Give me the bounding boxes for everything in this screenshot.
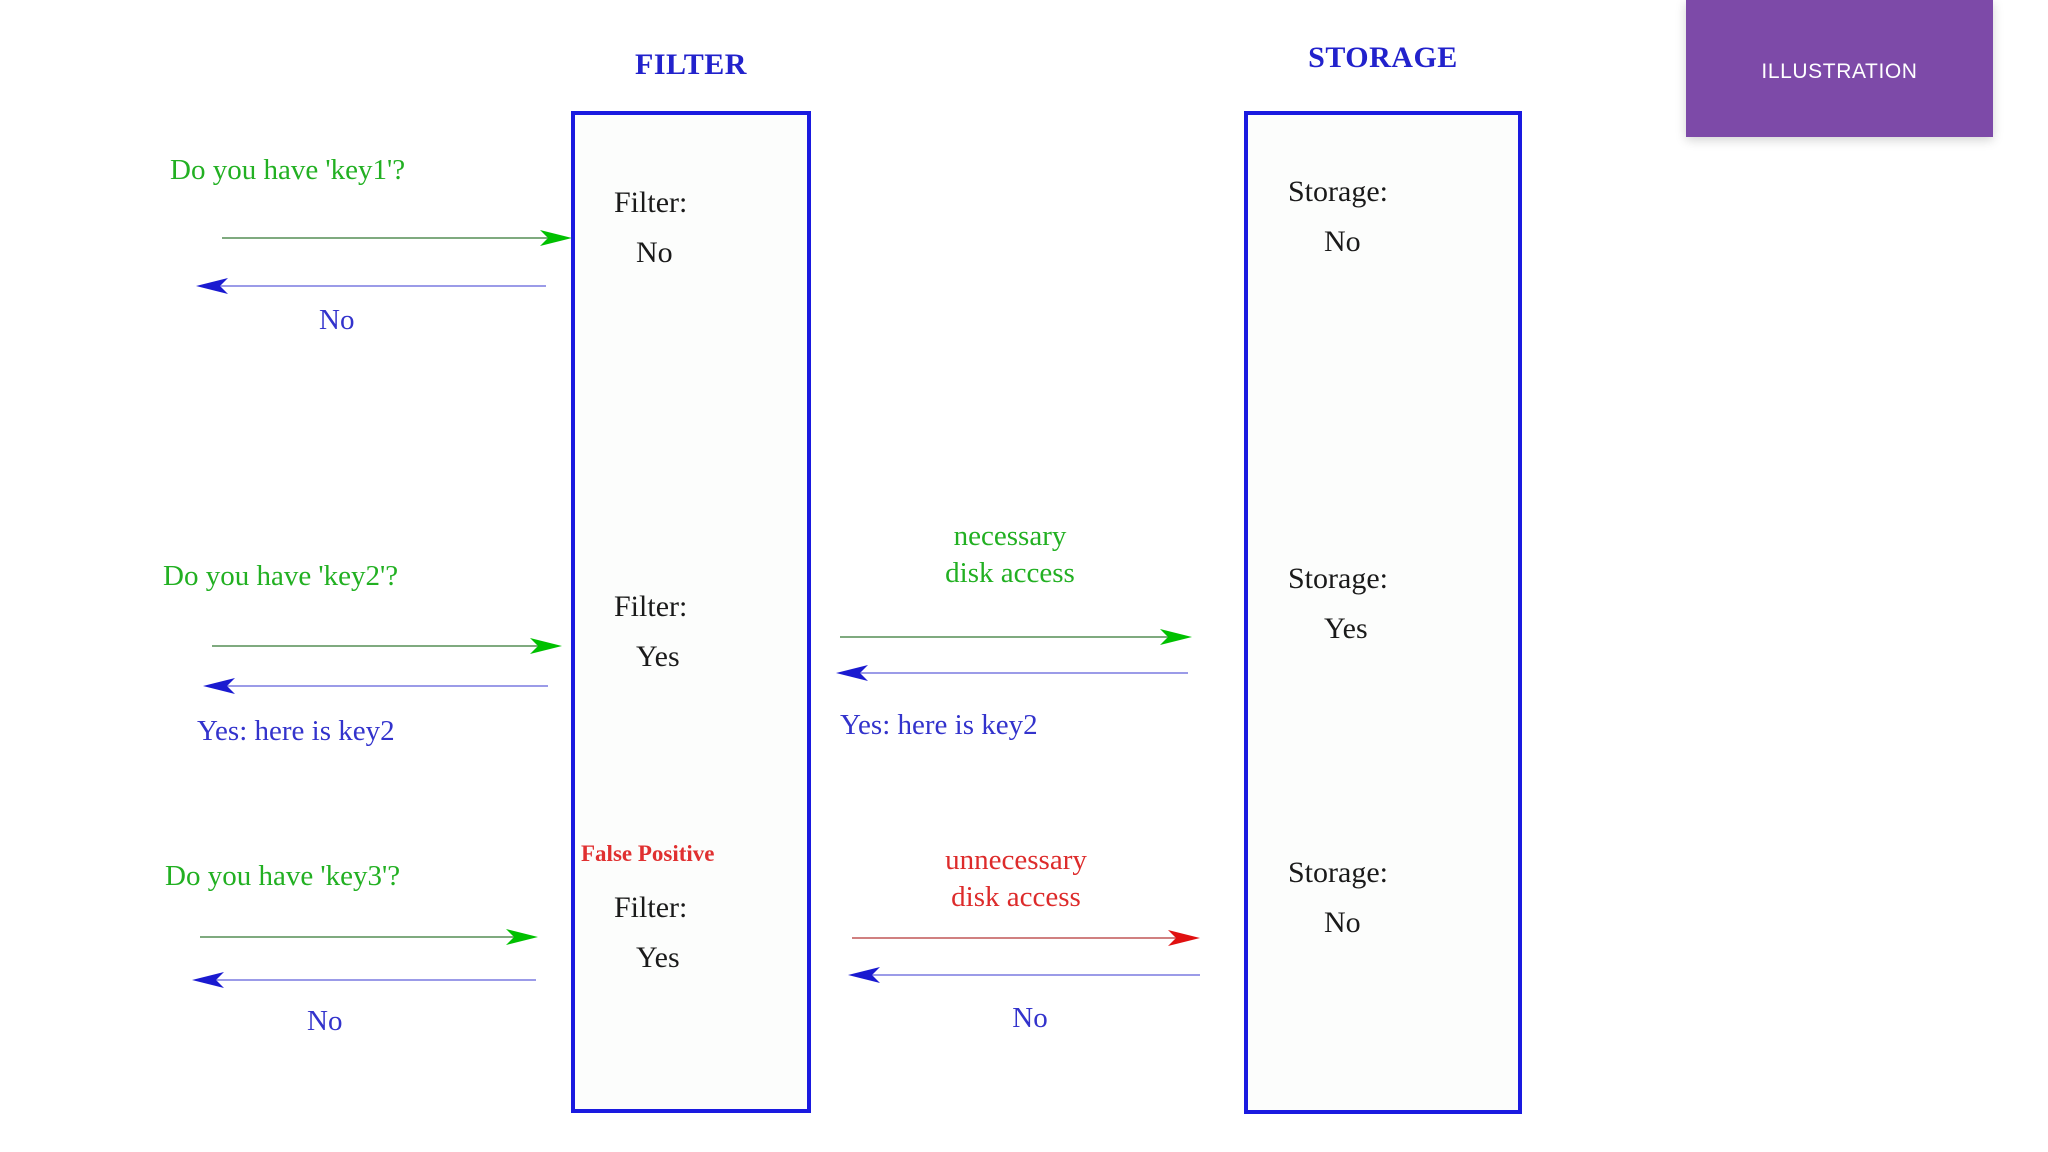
arrow-reply-key1 (196, 278, 546, 294)
storage-reply-label-key2: Yes: here is key2 (840, 709, 1038, 741)
storage-result-2-label: Storage: (1288, 562, 1388, 595)
storage-result-2: Storage: Yes (1288, 554, 1388, 654)
filter-result-2: Filter: Yes (614, 582, 687, 682)
filter-result-3-label: Filter: (614, 891, 688, 924)
filter-result-1-value: No (636, 236, 673, 269)
storage-reply-label-key3: No (1012, 1002, 1048, 1034)
reply-label-key3: No (307, 1005, 343, 1037)
necessary-access-line2: disk access (945, 557, 1075, 590)
storage-result-3-label: Storage: (1288, 856, 1388, 889)
storage-result-1: Storage: No (1288, 167, 1388, 267)
filter-box (571, 111, 811, 1113)
arrow-storage-request-key2 (840, 629, 1192, 645)
arrow-query-key2 (212, 638, 562, 654)
filter-result-2-value: Yes (636, 640, 680, 673)
storage-box (1244, 111, 1522, 1114)
storage-result-1-value: No (1324, 225, 1361, 258)
query-label-key1: Do you have 'key1'? (170, 154, 406, 186)
filter-result-3: Filter: Yes (614, 883, 687, 983)
necessary-access-label: necessary disk access (830, 518, 1190, 592)
unnecessary-access-line2: disk access (951, 881, 1081, 914)
arrow-storage-reply-key3 (848, 967, 1200, 983)
storage-result-3: Storage: No (1288, 848, 1388, 948)
query-label-key2: Do you have 'key2'? (163, 560, 399, 592)
arrow-reply-key2 (203, 678, 548, 694)
necessary-access-line1: necessary (953, 520, 1067, 552)
storage-column-title: STORAGE (1308, 41, 1458, 74)
unnecessary-access-label: unnecessary disk access (836, 842, 1196, 916)
query-label-key3: Do you have 'key3'? (165, 860, 401, 892)
reply-label-key2: Yes: here is key2 (197, 715, 395, 747)
arrow-reply-key3 (192, 972, 536, 988)
unnecessary-access-line1: unnecessary (945, 844, 1087, 876)
storage-result-2-value: Yes (1324, 612, 1368, 645)
illustration-banner-label: ILLUSTRATION (1761, 60, 1918, 83)
arrow-query-key3 (200, 929, 538, 945)
filter-column-title: FILTER (635, 48, 747, 81)
arrow-query-key1 (222, 230, 572, 246)
filter-result-1-label: Filter: (614, 186, 688, 219)
reply-label-key1: No (319, 304, 355, 336)
filter-result-1: Filter: No (614, 178, 687, 278)
arrow-storage-request-key3 (852, 930, 1200, 946)
arrow-storage-reply-key2 (836, 665, 1188, 681)
false-positive-label: False Positive (581, 841, 715, 866)
illustration-banner: ILLUSTRATION (1686, 0, 1993, 137)
filter-result-3-value: Yes (636, 941, 680, 974)
filter-result-2-label: Filter: (614, 590, 688, 623)
storage-result-1-label: Storage: (1288, 175, 1388, 208)
storage-result-3-value: No (1324, 906, 1361, 939)
